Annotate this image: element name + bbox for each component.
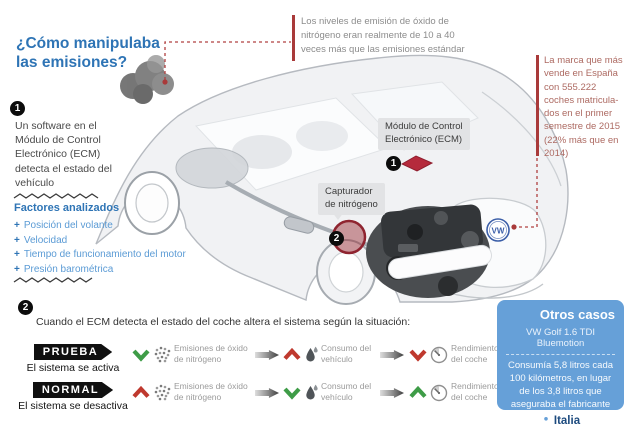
factor-item: + Velocidad [14,234,186,249]
location-row: Italia [506,414,615,428]
nitrogen-trap-badge: 2 [329,231,344,246]
other-cases-description: Consumía 5,8 litros cada 100 kilómetros,… [507,360,614,411]
trend-down-icon [283,386,301,400]
effect-label: Emisiones de óxido de nitrógeno [174,381,248,403]
exhaust-pipe [224,180,337,235]
page-title: ¿Cómo manipulaba las emisiones? [16,34,160,73]
callout-right-line: semestre de 2015 [544,121,621,133]
car-axle [175,147,249,189]
ecm-label: Módulo de Control Electrónico (ECM) [378,118,470,150]
factor-item: + Presión barométrica [14,263,186,278]
effect-label: Rendimiento del coche [451,381,499,403]
step2-text: Cuando el ECM detecta el estado del coch… [36,316,411,328]
callout-right-line: con 555.222 [544,81,597,93]
car-seat [296,121,348,151]
particles-icon [153,346,171,367]
droplet-icon [304,384,318,406]
connector-lines [164,41,538,228]
ecm-chip [400,155,434,172]
factor-item: + Posición del volante [14,219,186,234]
engine [366,204,492,298]
mode-subtitle: El sistema se activa [26,362,120,374]
svg-text:VW: VW [492,227,505,236]
page-title-line2: las emisiones? [16,54,128,72]
factors-list: + Posición del volante + Velocidad + Tie… [14,219,186,277]
nitrogen-trap-label: Capturador de nitrógeno [318,183,385,215]
other-cases-model: VW Golf 1.6 TDI Bluemotion [526,327,595,349]
factors-heading: Factores analizados [14,202,120,214]
factor-label: Presión barométrica [23,263,114,275]
plus-icon: + [14,234,20,246]
factor-label: Velocidad [23,234,68,246]
callout-top-line: Los niveles de emisión de óxido de [301,16,449,27]
muffler [283,216,315,234]
mode-subtitle: El sistema se desactiva [18,400,128,412]
callout-right-line: vende en España [544,68,618,80]
trend-up-icon [283,347,301,361]
plus-icon: + [14,249,20,260]
callout-top-bar [292,15,295,61]
factor-item: + Tiempo de funcionamiento del motor [14,248,186,263]
callout-right-line: La marca que más [544,55,623,66]
step2-badge: 2 [18,300,33,315]
zigzag-divider [13,193,99,199]
mode-row-prueba: PRUEBA El sistema se activa Emisiones de… [18,342,509,374]
effect-label: Rendimiento del coche [451,343,499,365]
map-pin-icon [540,414,551,428]
car-seat [232,135,292,169]
page-title-line1: ¿Cómo manipulaba [16,35,160,52]
ecm-badge: 1 [386,156,401,171]
droplet-icon [304,346,318,368]
ecm-label-line2: Electrónico (ECM) [385,133,463,145]
plus-icon: + [14,220,20,231]
mode-tag: PRUEBA [33,344,113,360]
step1-badge: 1 [10,101,25,116]
connector-dot [162,79,168,85]
callout-top-line: veces más que las emisiones estándar [301,43,465,55]
dashed-divider [506,354,615,355]
callout-right: La marca que más vende en España con 555… [544,54,628,160]
nitrogen-label-line2: de nitrógeno [325,198,378,210]
mode-tag-block: NORMAL El sistema se desactiva [18,380,128,412]
callout-right-bar [536,55,539,156]
callout-right-line: 2014) [544,148,569,160]
mode-row-normal: NORMAL El sistema se desactiva Emisiones… [18,380,509,412]
callout-top: Los niveles de emisión de óxido de nitró… [301,15,479,56]
zigzag-divider [13,277,93,283]
vw-logo-icon: VW [486,218,510,242]
mode-tag-block: PRUEBA El sistema se activa [18,342,128,374]
factor-label: Tiempo de funcionamiento del motor [23,249,186,260]
callout-top-line: nitrógeno eran realmente de 10 a 40 [301,29,455,41]
right-arrow-icon [380,388,404,398]
callout-right-line: dos en el primer [544,108,613,120]
trend-down-icon [132,348,150,362]
gauge-icon [430,346,448,369]
mode-tag: NORMAL [32,382,114,398]
effect-label: Consumo del vehículo [321,381,372,403]
right-arrow-icon [380,350,404,360]
factor-label: Posición del volante [23,220,113,231]
trend-down-icon [409,348,427,362]
smoke-icon [120,55,174,104]
ecm-label-line1: Módulo de Control [385,121,463,132]
plus-icon: + [14,263,20,275]
label-pointer [332,212,344,220]
step1-text: Un software en el Módulo de Control Elec… [15,120,112,189]
other-cases-title: Otros casos [539,307,615,322]
location-name: Italia [553,414,581,427]
connector-dot [511,224,517,230]
gauge-icon [430,384,448,407]
right-arrow-icon [255,350,279,360]
trend-up-icon [132,385,150,399]
callout-right-line: (22% más que en [544,134,619,146]
effect-label: Consumo del vehículo [321,343,372,365]
effect-label: Emisiones de óxido de nitrógeno [174,343,248,365]
particles-icon [153,384,171,405]
callout-right-line: coches matricula- [544,94,619,106]
other-cases-panel: Otros casos VW Golf 1.6 TDI Bluemotion C… [497,300,624,428]
right-arrow-icon [255,388,279,398]
trend-up-icon [409,385,427,399]
nitrogen-label-line1: Capturador [325,186,373,197]
